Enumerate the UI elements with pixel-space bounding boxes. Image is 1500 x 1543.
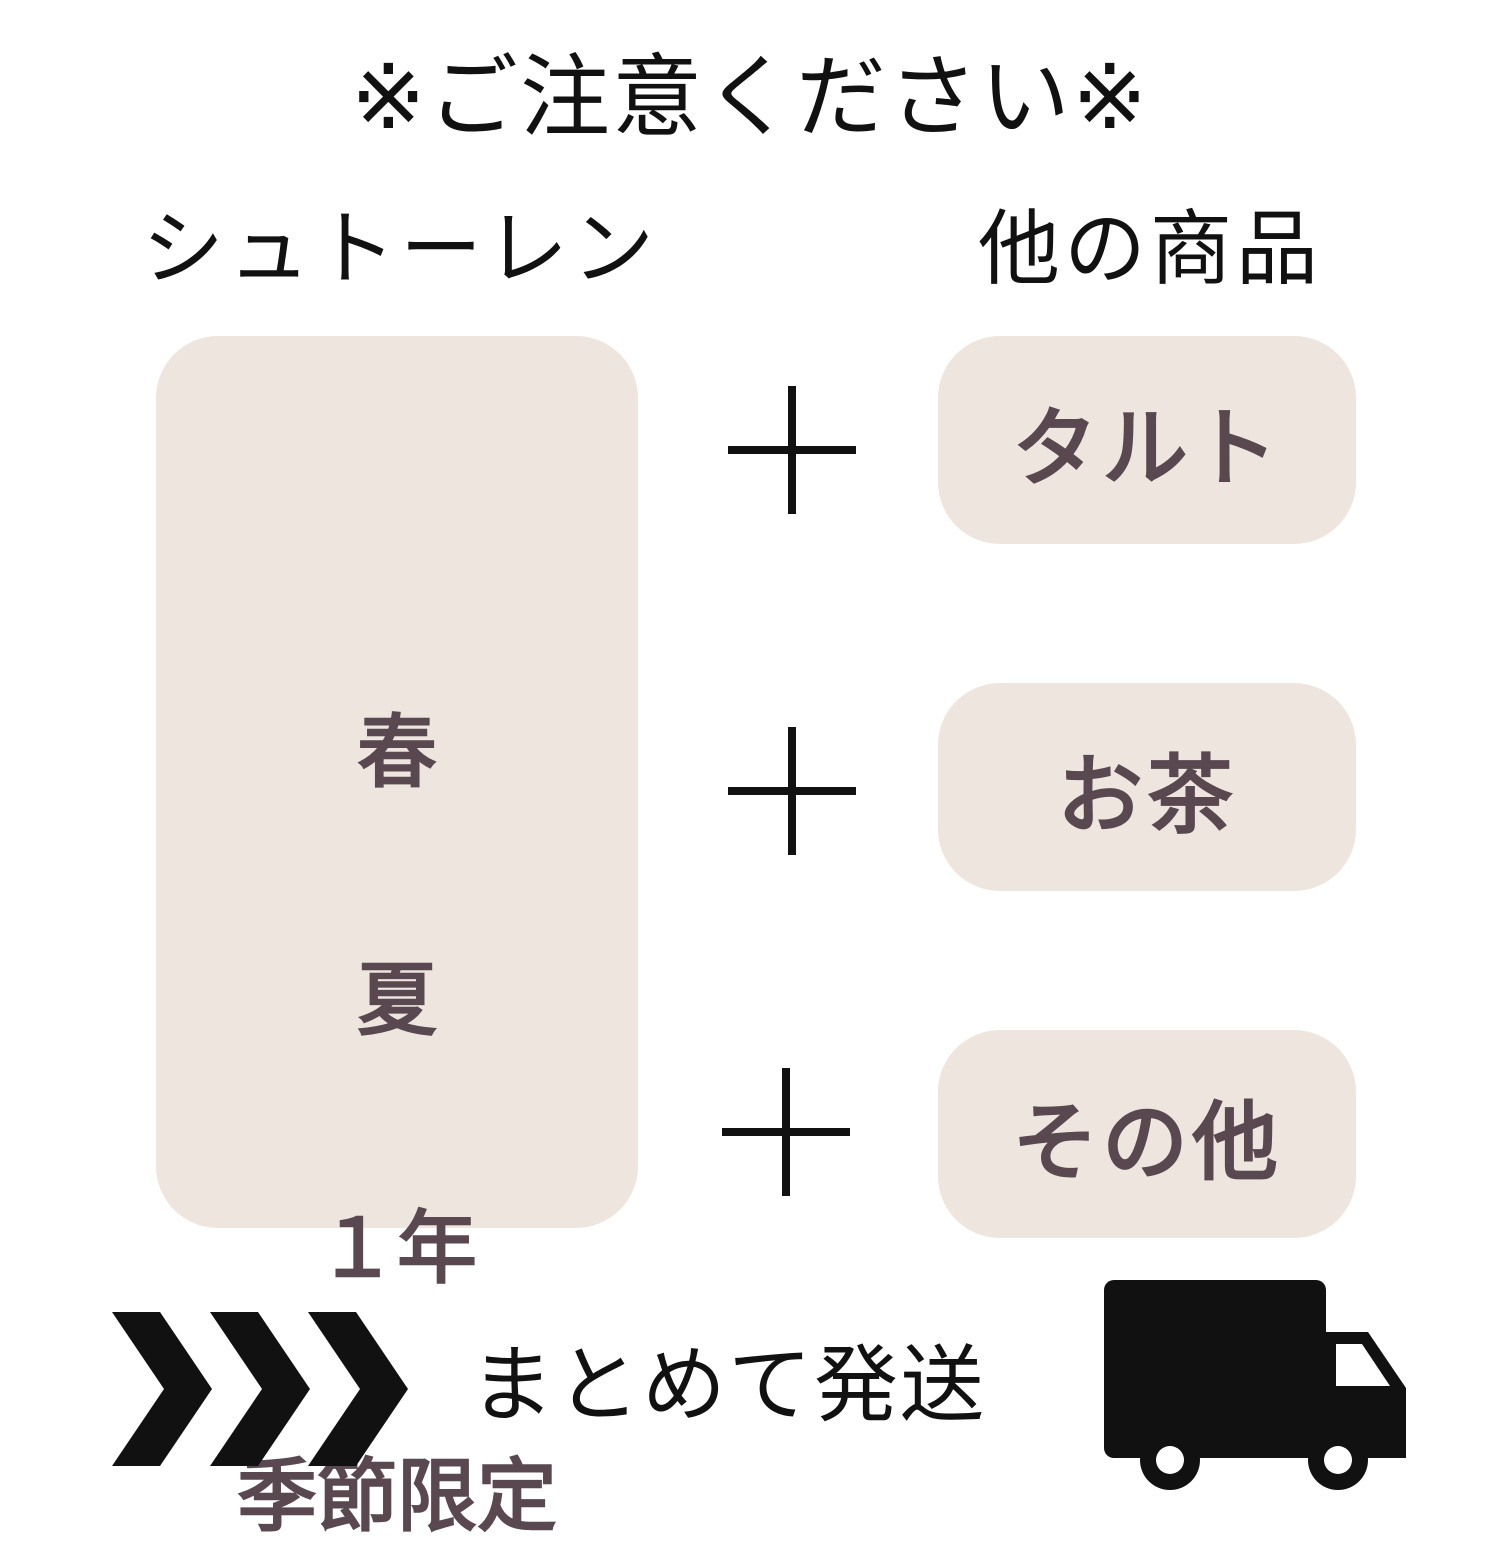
chevron-right-icon-1 xyxy=(112,1312,212,1466)
notice-title: ※ご注意ください※ xyxy=(350,45,1150,150)
chevron-right-icon-3 xyxy=(308,1312,408,1466)
product-pill-tea: お茶 xyxy=(938,683,1356,891)
plus-icon xyxy=(728,727,856,855)
product-pill-tart: タルト xyxy=(938,336,1356,544)
stollen-panel: 春 夏 １年 季節限定 xyxy=(156,336,638,1542)
stollen-heading: シュトーレン xyxy=(141,202,658,297)
plus-icon xyxy=(728,386,856,514)
stollen-item-year: １年 xyxy=(317,1202,477,1295)
other-products-heading: 他の商品 xyxy=(977,202,1322,297)
truck-icon xyxy=(1104,1280,1406,1490)
stollen-item-summer: 夏 xyxy=(357,954,437,1047)
chevron-right-icon xyxy=(112,1312,408,1466)
chevron-right-icon-2 xyxy=(210,1312,310,1466)
plus-icon xyxy=(722,1068,850,1196)
ship-together-text: まとめて発送 xyxy=(470,1336,987,1434)
product-pill-other: その他 xyxy=(938,1030,1356,1238)
stollen-item-spring: 春 xyxy=(357,706,437,799)
